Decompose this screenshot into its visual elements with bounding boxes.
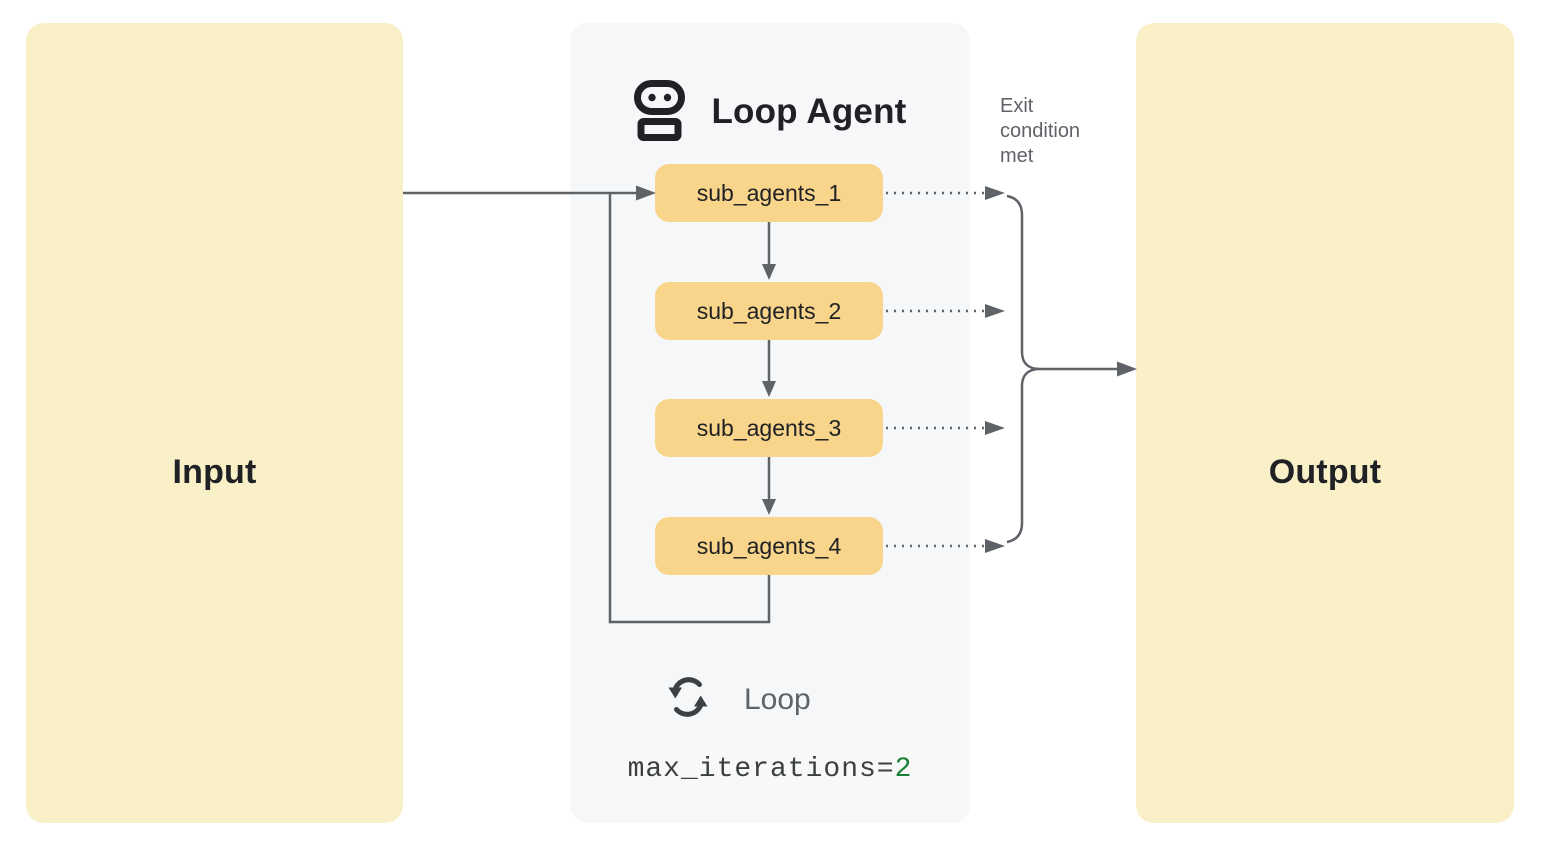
exit-arrowhead-2 (985, 304, 1005, 318)
sub-agent-box-2: sub_agents_2 (655, 282, 883, 340)
loop-label: Loop (744, 682, 811, 716)
robot-icon (633, 79, 686, 146)
exit-arrowhead-4 (985, 539, 1005, 553)
exit-arrowhead-1 (985, 186, 1005, 200)
sub-agent-box-4: sub_agents_4 (655, 517, 883, 575)
loop-icon (666, 675, 710, 724)
max-iterations-chip: max_iterations=2 (570, 750, 970, 789)
exit-arrowhead-3 (985, 421, 1005, 435)
input-label: Input (172, 453, 257, 491)
sub-agent-box-1: sub_agents_1 (655, 164, 883, 222)
max-iterations-code: max_iterations=2 (619, 750, 921, 789)
loop-row: Loop (666, 675, 811, 724)
exit-condition-label: Exit condition met (1000, 95, 1081, 167)
code-prefix: max_iterations= (627, 754, 895, 785)
code-value: 2 (894, 754, 913, 785)
panel-header: Loop Agent (570, 79, 970, 145)
input-box: Input (26, 23, 403, 823)
output-box: Output (1136, 23, 1514, 823)
loop-agent-panel: Loop Agent sub_agents_1 sub_agents_2 sub… (570, 23, 970, 823)
panel-title: Loop Agent (711, 92, 907, 131)
merge-bracket (1006, 194, 1041, 544)
output-arrowhead (1117, 361, 1137, 377)
sub-agent-box-3: sub_agents_3 (655, 399, 883, 457)
output-label: Output (1268, 453, 1382, 491)
